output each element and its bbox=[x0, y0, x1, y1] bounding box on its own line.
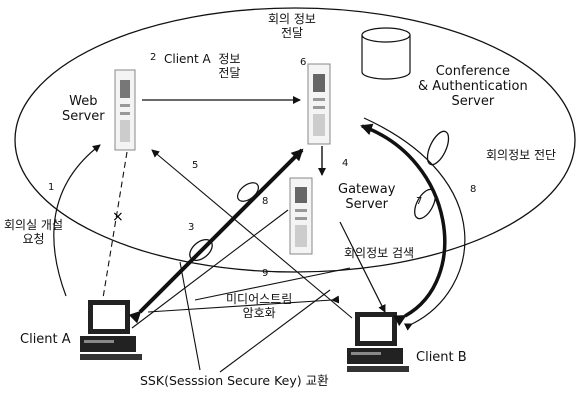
dashed-link bbox=[103, 152, 127, 298]
step-2-label: 2 bbox=[150, 52, 156, 64]
step-1-label: 1 bbox=[48, 182, 54, 194]
secure-channel-8 bbox=[234, 179, 262, 205]
client-b-computer-icon bbox=[347, 312, 409, 372]
step-4-label: 4 bbox=[342, 158, 348, 170]
client-b-label: Client B bbox=[416, 350, 467, 365]
web-server-icon bbox=[115, 70, 135, 150]
meeting-info-right-label: 회의정보 전단 bbox=[486, 148, 556, 162]
conference-server-label: Conference & Authentication Server bbox=[418, 64, 528, 109]
arrow-meeting-info-b bbox=[362, 126, 445, 316]
client-a-computer-icon bbox=[80, 300, 142, 360]
media-encrypt-label: 미디어스트림 암호화 bbox=[226, 292, 292, 320]
step-9-label: 9 bbox=[262, 268, 268, 280]
web-server-label: Web Server bbox=[62, 94, 105, 124]
room-open-request-label: 회의실 개설 요청 bbox=[4, 218, 63, 246]
arrow-step-7 bbox=[340, 222, 385, 312]
step-8-left-label: 8 bbox=[262, 196, 268, 208]
database-icon bbox=[362, 28, 410, 79]
gateway-server-icon bbox=[290, 178, 312, 254]
arrow-step-3 bbox=[140, 150, 302, 312]
step-6-label: 6 bbox=[300, 57, 306, 69]
arrow-step-8-right bbox=[364, 118, 465, 324]
cross-mark: × bbox=[112, 209, 124, 225]
meeting-search-label: 회의정보 검색 bbox=[344, 246, 414, 260]
conference-server-icon bbox=[308, 64, 330, 144]
step-8-right-label: 8 bbox=[470, 184, 476, 196]
step-3-label: 3 bbox=[188, 222, 194, 234]
step-7-label: 7 bbox=[416, 196, 422, 208]
client-a-info-label: Client A 정보 전달 bbox=[164, 52, 240, 80]
client-a-label: Client A bbox=[20, 332, 71, 347]
gateway-server-label: Gateway Server bbox=[338, 182, 395, 212]
step-5-label: 5 bbox=[192, 160, 198, 172]
ssk-exchange-label: SSK(Sesssion Secure Key) 교환 bbox=[140, 374, 329, 388]
secure-channel-8b bbox=[423, 128, 453, 167]
meeting-info-top-label: 회의 정보 전달 bbox=[268, 12, 316, 40]
